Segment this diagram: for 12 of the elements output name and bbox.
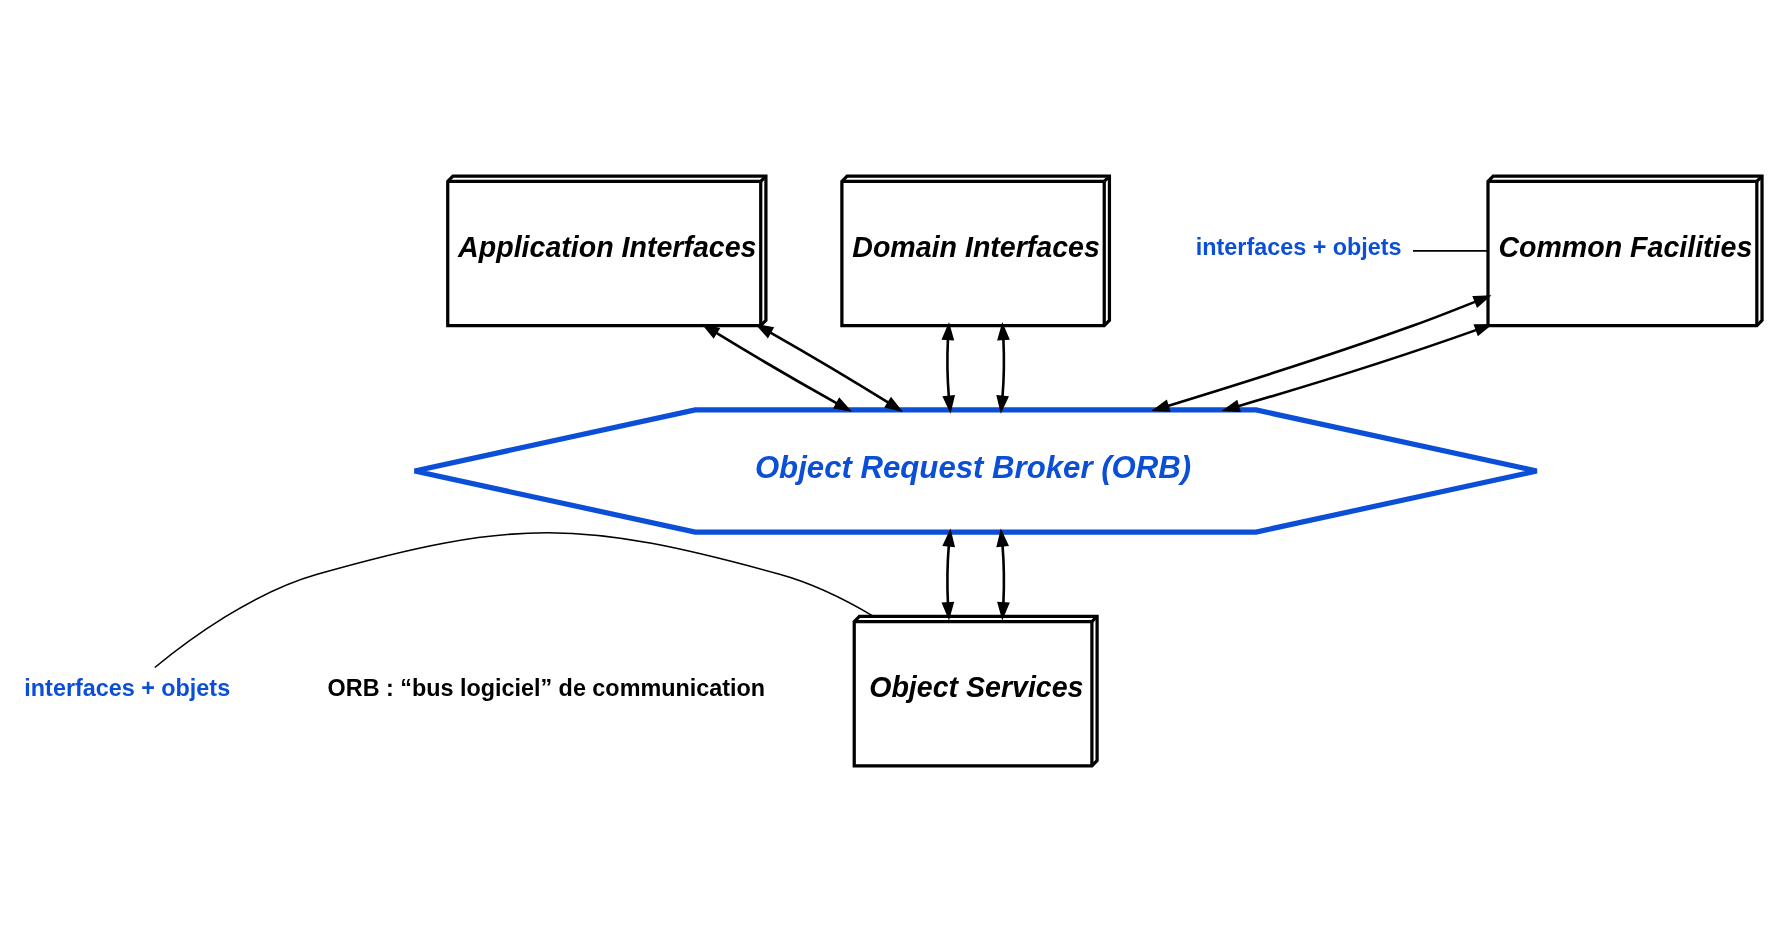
arrow [941,527,956,620]
arrow [941,321,956,414]
connector [154,531,875,668]
node-text: interfaces + objets [1195,233,1402,260]
arrow [701,323,853,412]
arrow [996,527,1010,620]
arrow [996,321,1010,414]
connector [1412,249,1489,252]
arrow [1151,294,1492,412]
arrow [755,323,904,412]
node-text: interfaces + objets [24,674,231,701]
label: ORB : “bus logiciel” de communication [327,674,765,701]
